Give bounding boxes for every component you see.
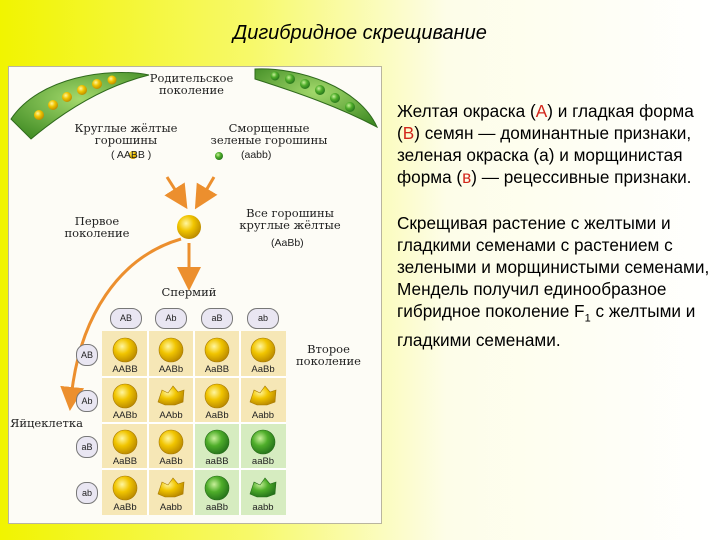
yellow-round-pea-icon [250, 337, 276, 363]
f2-label: Второе поколение [296, 342, 361, 368]
offspring-genotype: Aabb [159, 502, 183, 513]
green-wrinkled-pea-icon [249, 477, 277, 498]
offspring-genotype: AAbb [159, 410, 183, 421]
offspring-genotype: aaBB [205, 456, 229, 467]
sperm-label: Спермий [161, 285, 217, 299]
offspring-genotype: AABB [112, 364, 138, 375]
arrow-icon [194, 176, 218, 210]
f1-genotype: (AaBb) [271, 237, 304, 249]
parent-green-seed-icon [215, 152, 223, 160]
sperm-gamete: Ab [155, 308, 187, 329]
yellow-wrinkled-pea-icon [157, 385, 185, 406]
offspring-genotype: AABb [158, 364, 184, 375]
yellow-round-pea-icon [158, 337, 184, 363]
yellow-round-pea-icon [204, 337, 230, 363]
parent-generation-label: Родительское поколение [149, 71, 234, 97]
figure-graphics [10, 68, 379, 515]
offspring-genotype: AaBB [112, 456, 138, 467]
paragraph-dominance: Желтая окраска (А) и гладкая форма (В) с… [397, 101, 694, 187]
yellow-round-pea-icon [112, 383, 138, 409]
offspring-genotype: aabb [252, 502, 274, 513]
green-round-pea-icon [250, 429, 276, 455]
egg-gamete: Ab [76, 390, 98, 412]
f1-label: Первое поколение [64, 214, 130, 240]
pea-pod-right-icon [254, 68, 379, 129]
offspring-genotype: aaBb [205, 502, 229, 513]
parent-right-label: Сморщенные зеленые горошины [210, 121, 328, 147]
pea-pod-left-icon [10, 72, 150, 140]
egg-label: Яйцеклетка [10, 416, 83, 430]
parent-left-genotype: ( AABB ) [111, 149, 152, 161]
dihybrid-cross-figure: Родительское поколение Круглые жёлтые го… [8, 66, 382, 524]
green-round-pea-icon [204, 429, 230, 455]
yellow-round-pea-icon [158, 429, 184, 455]
curved-arrow-icon [60, 237, 182, 411]
offspring-genotype: AABb [112, 410, 138, 421]
parent-left-label: Круглые жёлтые горошины [74, 121, 178, 147]
offspring-genotype: AaBb [251, 364, 275, 375]
paragraph-mendel: Скрещивая растение с желтыми и гладкими … [397, 213, 710, 351]
yellow-wrinkled-pea-icon [249, 385, 277, 406]
sperm-gamete: AB [110, 308, 142, 329]
offspring-genotype: aaBb [251, 456, 275, 467]
f1-seed-icon [177, 215, 201, 239]
offspring-genotype: Aabb [251, 410, 275, 421]
parent-right-genotype: (aabb) [241, 149, 272, 161]
f1-description: Все горошины круглые жёлтые [239, 206, 341, 232]
yellow-round-pea-icon [204, 383, 230, 409]
green-round-pea-icon [204, 475, 230, 501]
egg-gamete: ab [76, 482, 98, 504]
offspring-genotype: AaBb [113, 502, 137, 513]
yellow-round-pea-icon [112, 429, 138, 455]
slide-title: Дигибридное скрещивание [233, 22, 487, 44]
sperm-gamete: ab [247, 308, 279, 329]
offspring-genotype: AaBB [204, 364, 230, 375]
sperm-gamete: aB [201, 308, 233, 329]
punnett-peas [112, 337, 277, 501]
arrow-icon [164, 176, 188, 210]
egg-gamete: AB [76, 344, 98, 366]
offspring-genotype: AaBb [159, 456, 183, 467]
yellow-round-pea-icon [112, 475, 138, 501]
parent-yellow-seed-icon [129, 151, 137, 159]
egg-gamete: aB [76, 436, 98, 458]
explanation-text: Желтая окраска (А) и гладкая форма (В) с… [397, 100, 715, 375]
yellow-round-pea-icon [112, 337, 138, 363]
offspring-genotype: AaBb [205, 410, 229, 421]
yellow-wrinkled-pea-icon [157, 477, 185, 498]
